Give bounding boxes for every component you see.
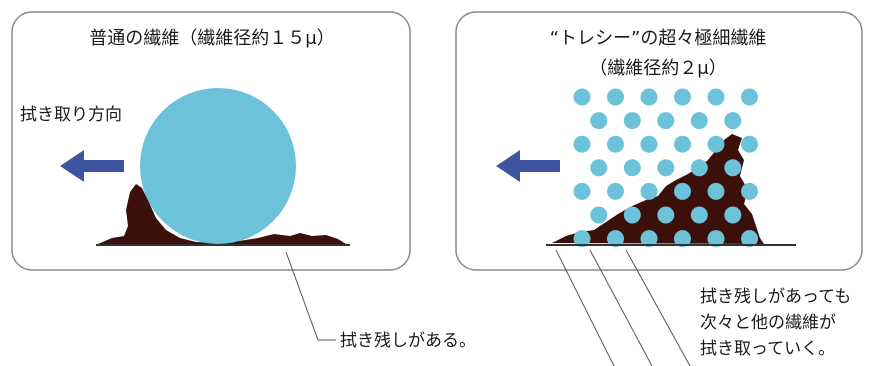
left-callout-text: 拭き残しがある。	[340, 331, 476, 351]
fine-fiber	[674, 182, 691, 200]
fine-fiber	[707, 230, 725, 248]
fine-fiber	[590, 112, 608, 130]
callout-right: 拭き残しがあっても 次々と他の繊維が 拭き取っていく。	[555, 249, 851, 366]
fine-fiber	[741, 230, 758, 248]
right-panel-title: “トレシー”の超々極細繊維	[550, 28, 767, 49]
left-panel-title: 普通の繊維（繊維径約１５μ）	[89, 28, 334, 49]
fine-fiber	[623, 159, 641, 177]
fine-fiber	[724, 159, 742, 177]
fine-fiber	[724, 112, 742, 130]
left-panel: 普通の繊維（繊維径約１５μ） 拭き取り方向	[11, 11, 411, 271]
left-arrow-icon	[496, 150, 560, 182]
fine-fiber	[674, 230, 691, 248]
right-panel: “トレシー”の超々極細繊維 （繊維径約２μ）	[455, 11, 863, 271]
right-callout-line-1: 拭き残しがあっても	[700, 287, 851, 307]
fine-fiber	[674, 88, 691, 106]
fine-fiber	[590, 206, 608, 224]
fine-fiber	[657, 159, 675, 177]
fine-fiber	[707, 135, 725, 153]
right-callout-line-2: 次々と他の繊維が	[700, 313, 836, 333]
fine-fiber	[690, 112, 708, 130]
fine-fiber	[640, 230, 658, 248]
right-callout-leader-2	[589, 249, 653, 366]
fine-fiber	[690, 206, 708, 224]
fine-fiber	[573, 88, 591, 106]
fine-fiber	[674, 135, 691, 153]
fine-fiber	[741, 88, 758, 106]
large-fiber	[140, 88, 296, 244]
wipe-direction-label: 拭き取り方向	[20, 105, 122, 125]
right-panel-frame	[455, 11, 863, 271]
fine-fiber	[590, 159, 608, 177]
fine-fiber-grid	[573, 88, 758, 248]
fine-fiber	[573, 135, 591, 153]
dirt-residue	[552, 134, 764, 244]
fine-fiber	[657, 112, 675, 130]
fine-fiber	[724, 206, 742, 224]
fine-fiber	[741, 135, 758, 153]
dirt-residue	[98, 184, 346, 244]
right-callout-line-3: 拭き取っていく。	[700, 339, 835, 359]
fine-fiber	[607, 135, 624, 153]
fine-fiber	[607, 230, 624, 248]
fine-fiber	[623, 206, 641, 224]
fine-fiber	[573, 182, 591, 200]
fine-fiber	[707, 182, 725, 200]
fine-fiber	[640, 88, 658, 106]
left-arrow-icon	[60, 150, 124, 182]
fine-fiber	[640, 135, 658, 153]
fine-fiber	[640, 182, 658, 200]
right-callout-leader-3	[625, 249, 691, 366]
callout-left: 拭き残しがある。	[285, 251, 476, 351]
fine-fiber	[623, 112, 641, 130]
fine-fiber	[707, 88, 725, 106]
right-panel-subtitle: （繊維径約２μ）	[589, 58, 726, 79]
fine-fiber	[607, 88, 624, 106]
fine-fiber	[607, 182, 624, 200]
left-callout-leader	[285, 251, 336, 341]
fine-fiber	[690, 159, 708, 177]
fine-fiber	[573, 230, 591, 248]
right-callout-leader-1	[555, 249, 615, 366]
fine-fiber	[741, 182, 758, 200]
fine-fiber	[657, 206, 675, 224]
